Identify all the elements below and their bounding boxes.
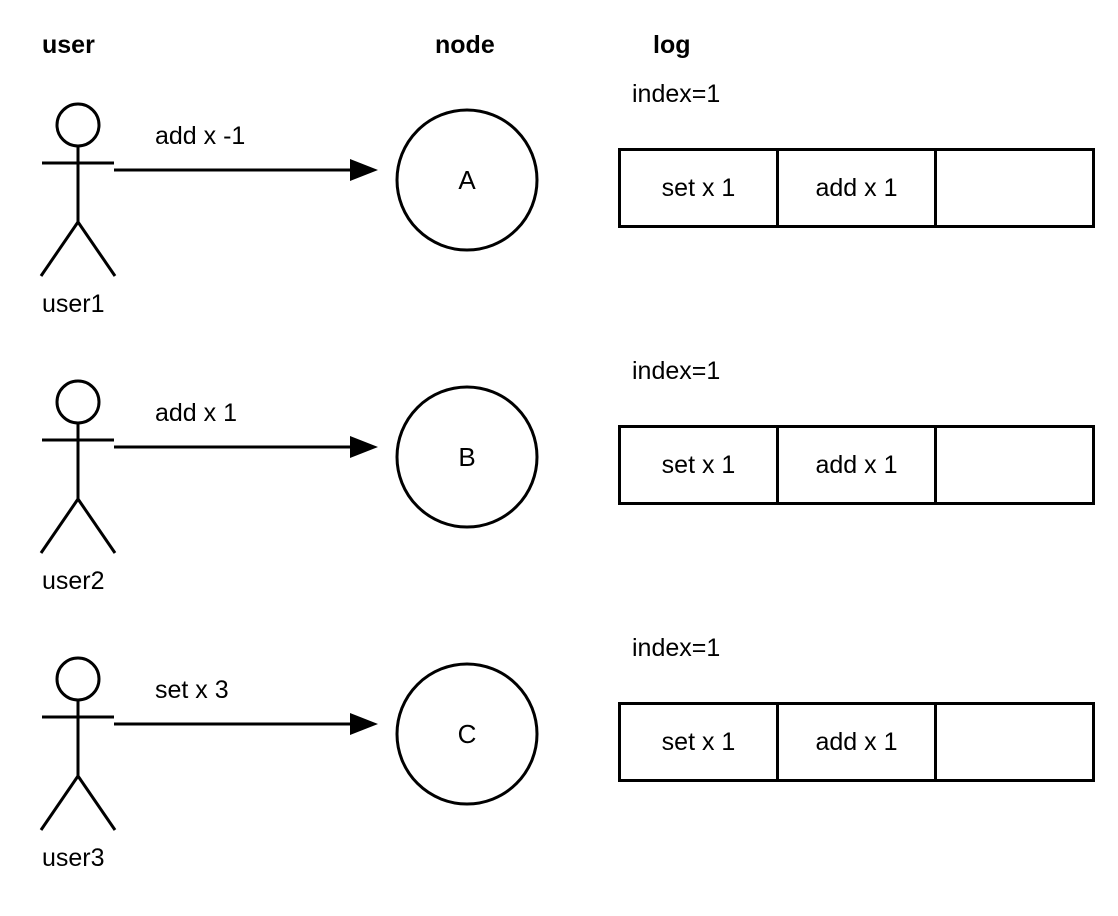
log-cell: set x 1	[621, 428, 779, 502]
message-label: add x -1	[155, 122, 246, 150]
message-label: set x 3	[155, 676, 229, 704]
diagram-row: add x 1 B user2 index=1 set x 1 add x 1	[0, 359, 1118, 657]
log-cell	[937, 428, 1092, 502]
log-table: set x 1 add x 1	[618, 425, 1095, 505]
node-circle-icon	[395, 108, 539, 252]
node-circle-icon	[395, 385, 539, 529]
actor-name-label: user1	[42, 290, 105, 318]
column-header-log: log	[653, 31, 691, 59]
log-cell: set x 1	[621, 705, 779, 779]
stick-figure-icon	[39, 102, 117, 277]
message-label: add x 1	[155, 399, 238, 427]
log-cell: add x 1	[779, 705, 937, 779]
message-arrow-icon	[114, 159, 378, 181]
column-header-node: node	[435, 31, 495, 59]
log-table: set x 1 add x 1	[618, 702, 1095, 782]
actor-name-label: user2	[42, 567, 105, 595]
log-cell: add x 1	[779, 428, 937, 502]
log-cell	[937, 151, 1092, 225]
log-index-label: index=1	[632, 357, 721, 385]
log-table: set x 1 add x 1	[618, 148, 1095, 228]
log-cell: set x 1	[621, 151, 779, 225]
log-cell: add x 1	[779, 151, 937, 225]
column-header-user: user	[42, 31, 95, 59]
actor-name-label: user3	[42, 844, 105, 872]
node-circle-icon	[395, 662, 539, 806]
message-arrow-icon	[114, 436, 378, 458]
diagram-row: add x -1 A user1 index=1 set x 1 add x 1	[0, 82, 1118, 380]
diagram-row: set x 3 C user3 index=1 set x 1 add x 1	[0, 636, 1118, 916]
message-arrow-icon	[114, 713, 378, 735]
stick-figure-icon	[39, 656, 117, 831]
log-index-label: index=1	[632, 80, 721, 108]
stick-figure-icon	[39, 379, 117, 554]
log-index-label: index=1	[632, 634, 721, 662]
log-cell	[937, 705, 1092, 779]
